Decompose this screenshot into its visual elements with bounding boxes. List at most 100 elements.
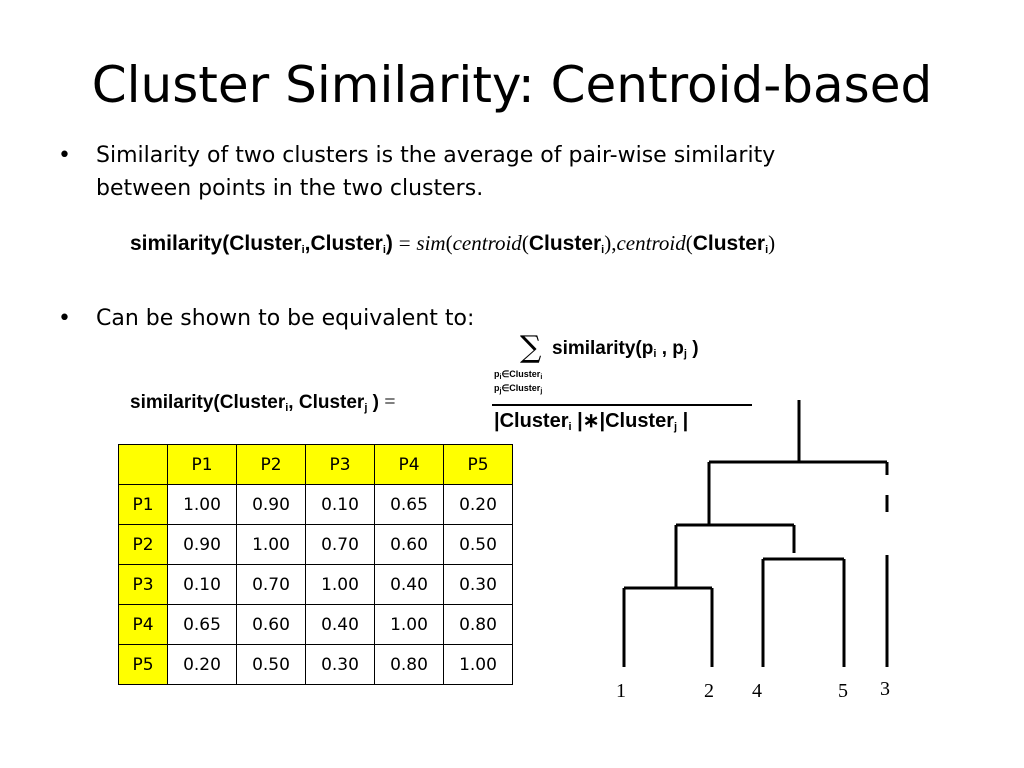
matrix-column-header: P4 — [374, 444, 444, 485]
matrix-cell: 0.70 — [236, 564, 306, 605]
c1-rest: ∈Cluster — [501, 369, 541, 379]
matrix-cell: 0.50 — [443, 524, 513, 565]
bullet-1-line-2: between points in the two clusters. — [96, 176, 484, 201]
f2-num-sub1: i — [653, 348, 657, 360]
bullet-1: • Similarity of two clusters is the aver… — [58, 139, 938, 209]
matrix-column-header: P3 — [305, 444, 375, 485]
matrix-cell: 0.10 — [305, 484, 375, 525]
f1-lhs: similarity(Cluster — [130, 232, 302, 255]
matrix-cell: 0.20 — [443, 484, 513, 525]
matrix-cell: 1.00 — [305, 564, 375, 605]
matrix-column-header: P2 — [236, 444, 306, 485]
bullet-2: • Can be shown to be equivalent to: — [58, 302, 658, 338]
den-mid: | — [571, 410, 583, 432]
matrix-column-header: P1 — [167, 444, 237, 485]
f2-eq: = — [384, 391, 396, 413]
den-sub1: i — [568, 421, 572, 433]
f1-centroid1: centroid — [452, 231, 522, 255]
den-a: |Cluster — [494, 410, 569, 432]
den-star: ∗ — [582, 410, 600, 432]
matrix-cell: 0.60 — [374, 524, 444, 565]
bullet-1-line-1: Similarity of two clusters is the averag… — [96, 143, 776, 168]
f1-mid: ), — [604, 231, 617, 255]
matrix-cell: 0.90 — [167, 524, 237, 565]
matrix-cell: 0.80 — [443, 604, 513, 645]
bullet-marker: • — [58, 143, 71, 168]
f2-num-text: similarity(p — [552, 338, 654, 359]
slide-title: Cluster Similarity: Centroid-based — [91, 56, 933, 114]
matrix-corner-cell — [118, 444, 168, 485]
f1-arg2-sub: i — [765, 244, 769, 256]
bullet-2-line-1: Can be shown to be equivalent to: — [96, 306, 475, 331]
f2-lhs-text: similarity(Cluster — [130, 392, 286, 413]
matrix-cell: 1.00 — [236, 524, 306, 565]
dendro-leaf-label: 5 — [838, 680, 848, 702]
matrix-row-header: P3 — [118, 564, 168, 605]
den-b: |Cluster — [599, 410, 675, 432]
matrix-row-header: P5 — [118, 644, 168, 685]
f1-close: ) — [385, 232, 393, 255]
matrix-cell: 0.20 — [167, 644, 237, 685]
f1-eq: = — [398, 231, 411, 255]
c2-p: p — [494, 383, 500, 393]
f1-open1: ( — [445, 231, 453, 255]
fraction-bar — [492, 404, 752, 406]
matrix-cell: 0.90 — [236, 484, 306, 525]
f1-open3: ( — [685, 231, 693, 255]
f1-open2: ( — [521, 231, 529, 255]
f2-lhs-sub2: j — [364, 402, 368, 414]
matrix-cell: 0.30 — [443, 564, 513, 605]
matrix-cell: 0.40 — [305, 604, 375, 645]
f1-arg1: Cluster — [528, 232, 602, 255]
matrix-cell: 0.30 — [305, 644, 375, 685]
den-sub2: j — [674, 421, 678, 433]
centroid-similarity-formula: similarity(Clusteri,Clusteri) = sim(cent… — [130, 231, 775, 256]
matrix-cell: 0.70 — [305, 524, 375, 565]
f2-sum-condition-1: pi∈Clusteri — [494, 369, 542, 381]
matrix-row-header: P4 — [118, 604, 168, 645]
c1-sub: i — [499, 374, 502, 381]
dendro-leaf-label: 3 — [880, 678, 890, 700]
matrix-cell: 1.00 — [443, 644, 513, 685]
matrix-column-header: P5 — [443, 444, 513, 485]
matrix-cell: 0.60 — [236, 604, 306, 645]
f2-lhs-comma: , Cluster — [288, 392, 365, 413]
matrix-cell: 1.00 — [374, 604, 444, 645]
matrix-row-header: P2 — [118, 524, 168, 565]
f1-sub2: i — [382, 244, 386, 256]
c2-sub: j — [499, 388, 502, 395]
f2-lhs: similarity(Clusteri, Clusterj ) = — [130, 391, 396, 414]
c2-rest: ∈Cluster — [501, 383, 541, 393]
matrix-cell: 1.00 — [167, 484, 237, 525]
f1-arg1-sub: i — [601, 244, 605, 256]
f2-num-close: ) — [686, 338, 699, 359]
f1-arg2: Cluster — [692, 232, 766, 255]
f2-numerator: similarity(pi , pj ) — [552, 338, 699, 360]
bullet-marker: • — [58, 306, 71, 331]
dendro-leaf-label: 4 — [752, 680, 762, 702]
dendro-leaf-label: 2 — [704, 680, 714, 702]
c2-sub2: j — [540, 388, 543, 395]
matrix-cell: 0.65 — [374, 484, 444, 525]
matrix-cell: 0.40 — [374, 564, 444, 605]
f2-lhs-sub1: i — [285, 402, 289, 414]
f2-num-sub2: j — [683, 348, 687, 360]
c1-p: p — [494, 369, 500, 379]
f1-comma: ,Cluster — [304, 232, 383, 255]
matrix-row-header: P1 — [118, 484, 168, 525]
summation-sign: ∑ — [520, 330, 542, 365]
f2-sum-condition-2: pj∈Clusterj — [494, 383, 542, 395]
f2-denominator: |Clusteri |∗|Clusterj | — [494, 408, 688, 433]
f1-centroid2: centroid — [616, 231, 686, 255]
matrix-cell: 0.50 — [236, 644, 306, 685]
c1-sub2: i — [540, 374, 543, 381]
f1-sub1: i — [301, 244, 305, 256]
